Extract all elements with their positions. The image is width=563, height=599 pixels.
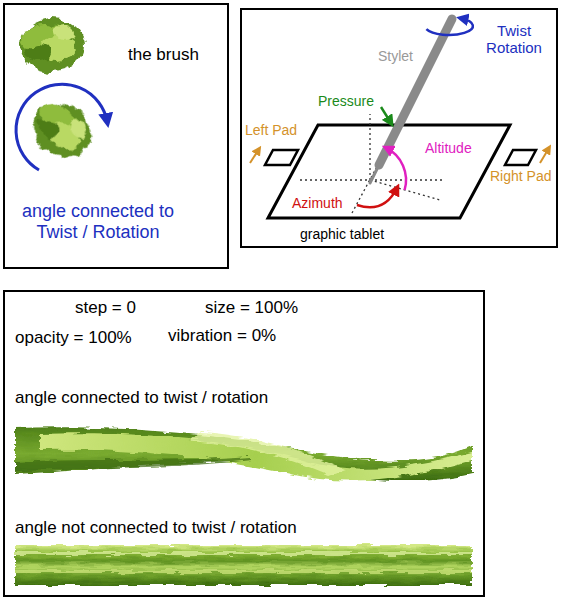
panel: the brush angle connected to Twist / Rota…	[3, 3, 229, 269]
altitude-arc	[386, 148, 406, 190]
label: Pressure	[318, 93, 374, 109]
label: Right Pad	[490, 168, 551, 184]
label: Azimuth	[292, 195, 343, 211]
label: vibration = 0%	[168, 326, 276, 346]
stroke-part	[15, 545, 472, 585]
left-pad	[265, 150, 298, 165]
twisted-stroke	[15, 427, 472, 481]
brush-part	[23, 92, 101, 169]
twist-arrow	[426, 18, 473, 35]
stroke-part	[15, 427, 472, 481]
pad-arrow	[540, 148, 549, 163]
azimuth-arc	[357, 188, 397, 207]
panel: Twist RotationStyletPressureLeft PadAlti…	[240, 8, 558, 248]
pressure-arrow	[381, 107, 391, 123]
panel: step = 0 size = 100% opacity = 100% vibrati…	[3, 290, 485, 597]
label: angle connected to twist / rotation	[15, 388, 268, 408]
label: Left Pad	[245, 122, 297, 138]
pad-arrow	[250, 149, 259, 163]
rotation-arrow	[16, 84, 107, 170]
label: Altitude	[425, 140, 472, 156]
label: size = 100%	[205, 298, 298, 318]
stroke-part	[190, 432, 345, 475]
brush-part	[54, 26, 74, 40]
label: step = 0	[75, 298, 136, 318]
label: opacity = 100%	[15, 328, 132, 348]
label: Twist Rotation	[478, 22, 550, 57]
brush-blob	[20, 19, 84, 71]
label: angle connected to Twist / Rotation	[8, 201, 188, 242]
stroke-part	[15, 552, 472, 555]
straight-stroke	[15, 545, 472, 585]
axis-line	[369, 114, 370, 180]
brush-part	[26, 45, 50, 61]
brush-part	[20, 19, 84, 71]
brush-blob	[23, 92, 101, 169]
stroke-part	[15, 570, 472, 573]
label: angle not connected to twist / rotation	[15, 518, 297, 538]
label: the brush	[128, 45, 199, 65]
stroke-part	[15, 456, 250, 470]
label: Stylet	[378, 48, 413, 64]
brush-part	[67, 118, 90, 140]
right-pad	[505, 150, 536, 165]
brush-part	[33, 115, 60, 141]
label: graphic tablet	[300, 226, 384, 242]
